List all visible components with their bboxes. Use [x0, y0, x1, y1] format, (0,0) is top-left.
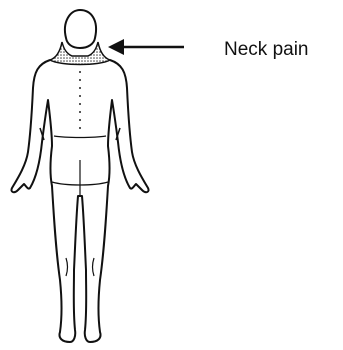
neck-pain-region	[50, 42, 110, 65]
body-outline	[11, 60, 148, 342]
left-knee-mark	[66, 258, 68, 276]
arrow-icon	[108, 39, 184, 55]
neck-pain-label: Neck pain	[224, 39, 309, 61]
waist-line	[54, 136, 106, 138]
right-knee-mark	[93, 258, 95, 276]
head-outline	[65, 10, 96, 48]
spine-dots	[79, 71, 81, 129]
